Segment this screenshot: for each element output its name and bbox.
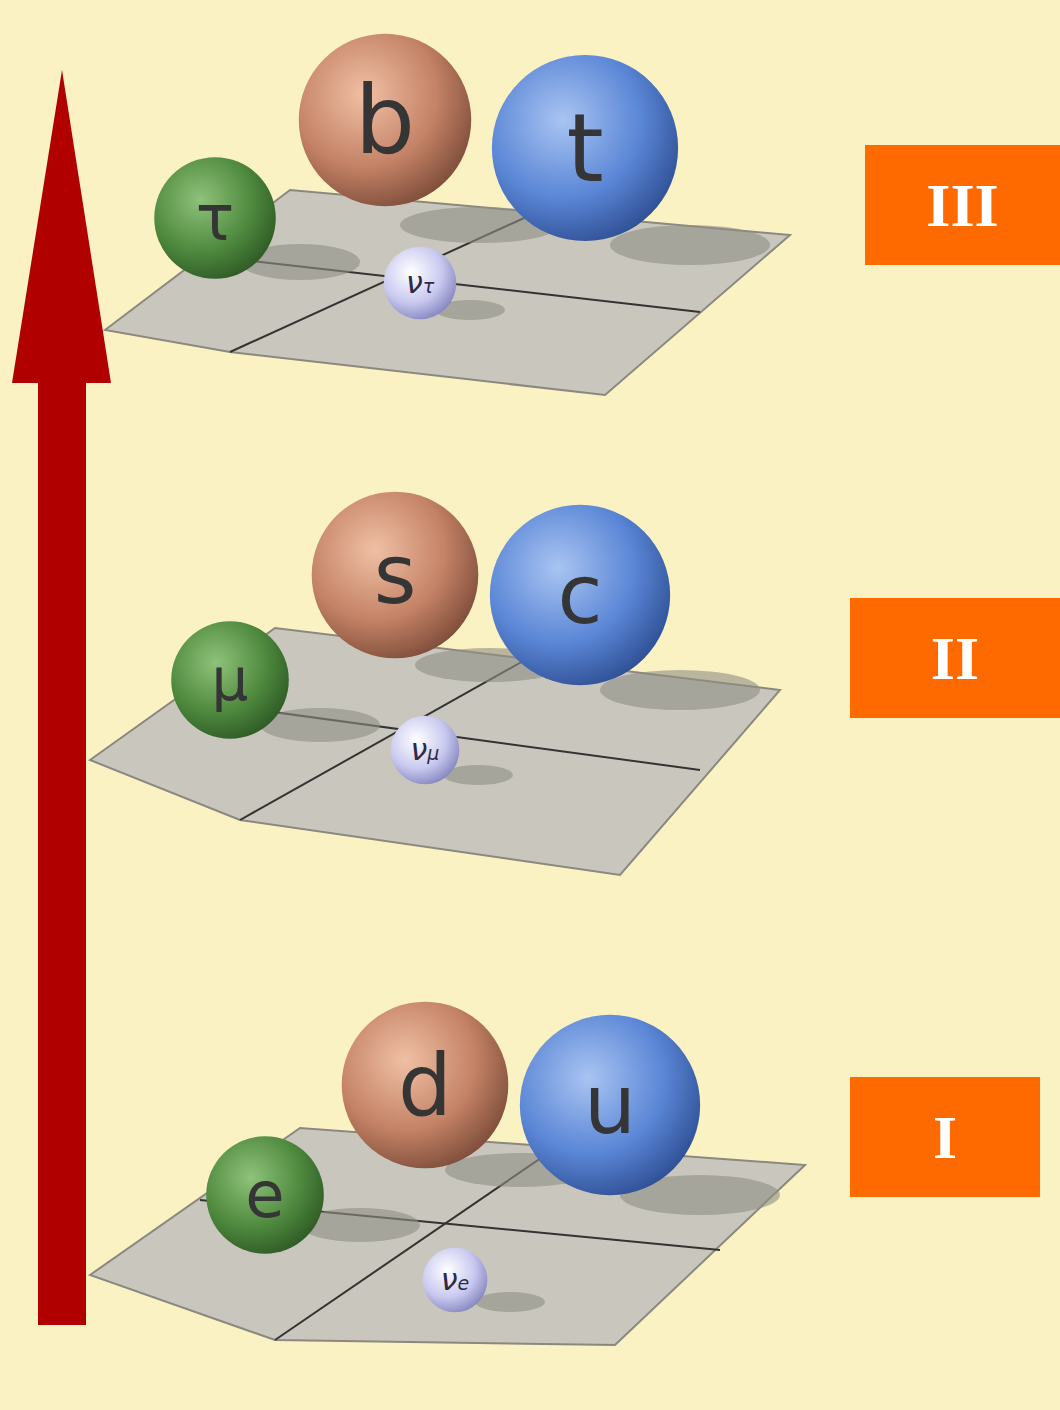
neutrino-sphere: ντ: [383, 246, 457, 320]
generation-numeral: I: [933, 1106, 957, 1168]
particle-sphere: s: [310, 490, 480, 660]
particle-symbol: e: [245, 1163, 284, 1227]
sphere-circle: [492, 55, 678, 241]
particle-symbol: d: [398, 1043, 452, 1128]
particle-sphere: τ: [153, 156, 277, 280]
sphere-circle: [490, 505, 670, 685]
sphere-circle: [299, 34, 471, 206]
sphere-circle: [206, 1136, 324, 1254]
arrow-shaft: [38, 375, 86, 1325]
mass-arrow: [12, 70, 111, 1325]
particle-symbol: ντ: [406, 268, 434, 298]
particle-sphere: μ: [170, 620, 290, 740]
neutrino-sphere: νe: [422, 1247, 488, 1313]
particle-sphere: t: [490, 53, 680, 243]
sphere-circle: [312, 492, 479, 659]
sphere-circle: [154, 157, 276, 279]
arrow-head: [12, 70, 111, 383]
particle-sphere: e: [205, 1135, 325, 1255]
neutrino-sphere: νμ: [390, 715, 460, 785]
particle-sphere: d: [340, 1000, 510, 1170]
shadow: [600, 670, 760, 710]
sphere-circle: [384, 247, 457, 320]
sphere-circle: [423, 1248, 488, 1313]
shadow: [610, 225, 770, 265]
sphere-circle: [171, 621, 289, 739]
particle-symbol: νμ: [411, 735, 440, 765]
particle-symbol: τ: [196, 186, 235, 250]
sphere-circle: [520, 1015, 700, 1195]
sphere-circle: [342, 1002, 509, 1169]
generation-label-box: I: [850, 1077, 1040, 1197]
generation-label-box: III: [865, 145, 1060, 265]
particle-symbol: b: [355, 73, 415, 168]
sphere-circle: [391, 716, 460, 785]
particle-sphere: b: [297, 32, 473, 208]
shadow: [475, 1292, 545, 1312]
particle-symbol: νe: [441, 1265, 469, 1295]
particle-symbol: s: [374, 534, 417, 616]
particle-symbol: μ: [212, 651, 249, 709]
generation-label-box: II: [850, 598, 1060, 718]
particle-sphere: u: [518, 1013, 702, 1197]
generation-numeral: II: [931, 627, 979, 689]
particle-sphere: c: [488, 503, 672, 687]
particle-symbol: c: [557, 554, 602, 636]
particle-symbol: t: [566, 101, 603, 196]
particle-symbol: u: [584, 1064, 636, 1146]
generation-numeral: III: [926, 174, 998, 236]
